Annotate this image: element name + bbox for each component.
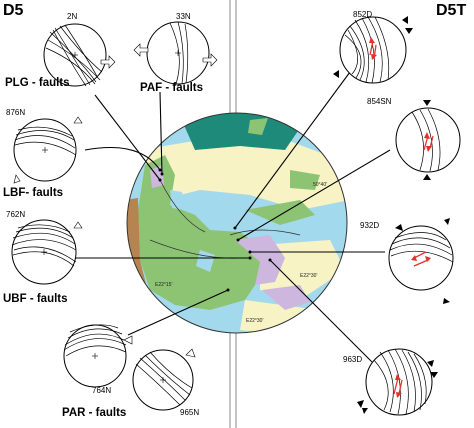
stereonet-id-963d: 963D — [343, 355, 363, 364]
map-lon-label-right: E22°30' — [246, 318, 263, 324]
stereonet-id-762n: 762N — [6, 210, 26, 219]
label-lbf-faults: LBF- faults — [3, 187, 64, 199]
stereonet-854sn — [395, 100, 461, 180]
map-lat-label: 50°40' — [313, 182, 327, 188]
stereonet-id-764n: 764N — [92, 386, 112, 395]
stereonet-id-2n: 2N — [67, 12, 78, 21]
geological-map: 50°40' E22°30' E22°15' E22°30' — [126, 112, 348, 334]
stereonet-id-33n: 33N — [176, 12, 191, 21]
map-lon-label-left: E22°15' — [155, 282, 172, 288]
stereonet-963d — [357, 348, 438, 416]
stereonet-id-852d: 852D — [353, 10, 373, 19]
map-lon-label-mid: E22°30' — [300, 273, 317, 279]
stereonet-id-932d: 932D — [360, 221, 380, 230]
stereonet-2n — [43, 23, 116, 87]
stereonet-id-876n: 876N — [6, 108, 26, 117]
stereonet-33n — [133, 21, 218, 85]
label-plg-faults: PLG - faults — [5, 77, 70, 89]
stereonet-id-965n: 965N — [180, 408, 200, 417]
label-paf-faults: PAF - faults — [140, 82, 204, 94]
stereonet-764n — [63, 324, 133, 388]
stereonet-876n — [13, 116, 83, 184]
stereonet-id-854sn: 854SN — [367, 97, 392, 106]
leader-lines — [75, 71, 391, 363]
label-ubf-faults: UBF - faults — [3, 293, 68, 305]
stereonet-932d — [388, 218, 454, 304]
stereonet-965n — [132, 348, 196, 411]
stereonet-852d — [333, 16, 413, 84]
panel-header-d5t: D5T — [436, 2, 467, 19]
label-par-faults: PAR - faults — [62, 407, 127, 419]
panel-header-d5: D5 — [3, 2, 24, 19]
stereonet-762n — [11, 219, 83, 285]
leader-dots — [158, 168, 272, 292]
